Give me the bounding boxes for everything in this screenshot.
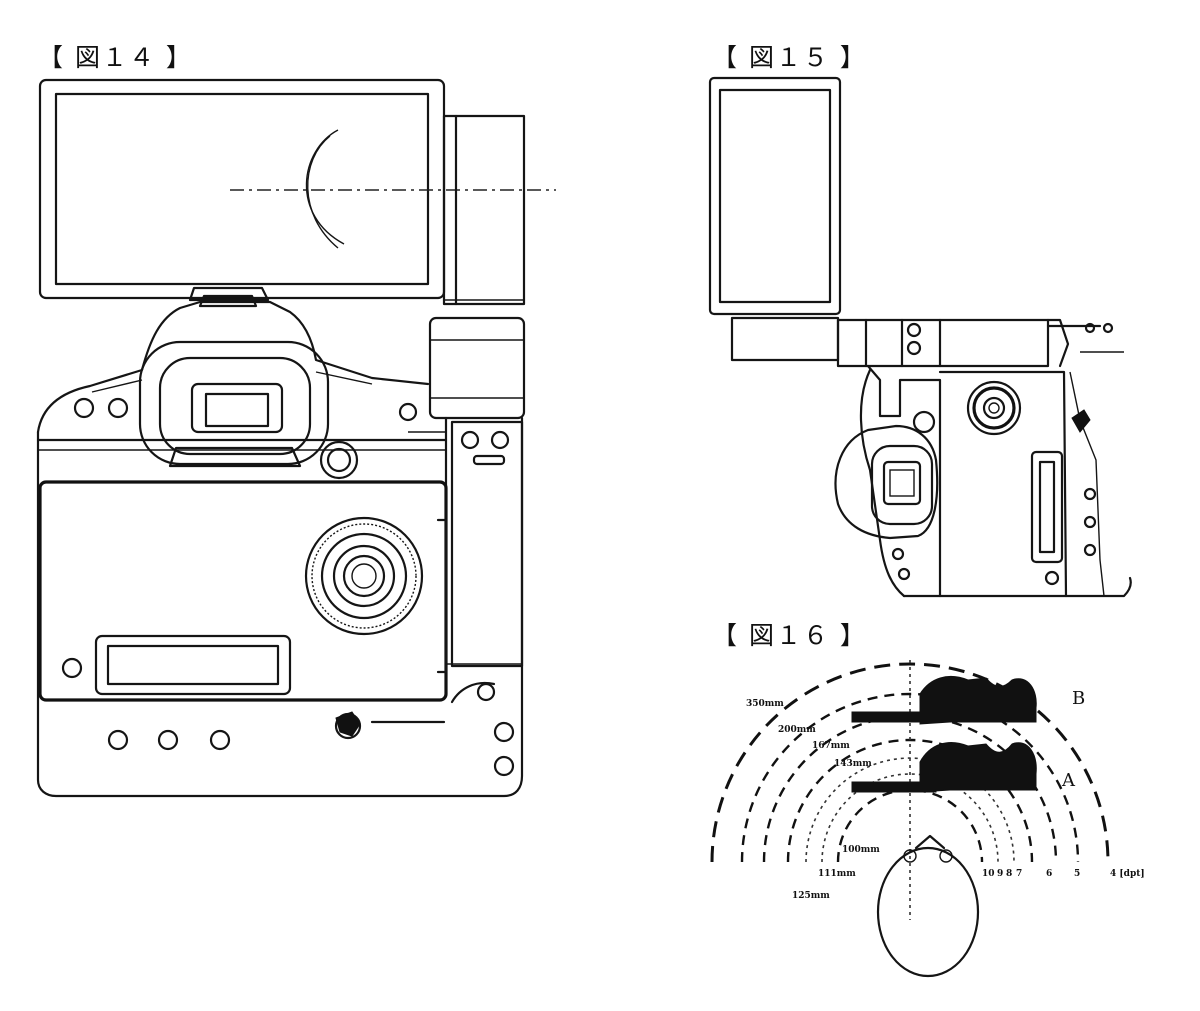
distance-label-125mm: 125mm: [792, 891, 830, 901]
scale-6: 6: [1046, 869, 1052, 879]
arc-200mm: [740, 692, 1080, 863]
scale-8: 8: [1006, 869, 1012, 879]
hinge-column: [428, 114, 526, 420]
figure-14-label: 【 図１４ 】: [38, 43, 193, 72]
top-buttons: [73, 397, 510, 480]
camera-silhouette-b: [851, 676, 1037, 725]
arc-mark-inner: [307, 135, 339, 249]
distance-label-111mm: 111mm: [818, 869, 856, 879]
arc-350mm: [710, 662, 1110, 863]
figure-15-camera-side: [708, 76, 1132, 598]
arc-100mm: [836, 788, 984, 863]
figure-16-label: 【 図１６ 】: [712, 621, 867, 650]
distance-label-200mm: 200mm: [778, 725, 816, 735]
viewfinder-eyecup: [138, 286, 330, 468]
head-outline: [876, 834, 980, 978]
distance-label-350mm: 350mm: [746, 699, 784, 709]
distance-label-143mm: 143mm: [834, 759, 872, 769]
flip-display-side: [708, 76, 842, 316]
scale-4-dpt: 4 [dpt]: [1110, 869, 1145, 879]
marker-b: B: [1072, 688, 1085, 709]
bottom-buttons: [107, 711, 515, 777]
side-controller: [966, 380, 1022, 436]
figure-14-camera-rear: [36, 78, 556, 798]
arc-mark-outer: [305, 129, 345, 245]
distance-label-167mm: 167mm: [812, 741, 850, 751]
side-body: [730, 316, 1132, 598]
distance-label-100mm: 100mm: [842, 845, 880, 855]
side-grip: [446, 420, 524, 704]
side-eyecup: [834, 410, 939, 540]
figure-16-distance-diagram: B A 350mm 200mm 167mm 143mm 100mm 111mm …: [710, 660, 1145, 978]
rear-panel: [38, 480, 448, 702]
scale-10: 10: [982, 869, 995, 879]
camera-silhouette-a: [851, 742, 1037, 793]
marker-a: A: [1061, 770, 1076, 791]
side-slot-and-buttons: [891, 409, 1097, 586]
scale-5: 5: [1074, 869, 1080, 879]
camera-body: [36, 300, 524, 798]
flip-display: [38, 78, 446, 300]
scale-9: 9: [997, 869, 1003, 879]
figure-15-label: 【 図１５ 】: [712, 43, 867, 72]
scale-7: 7: [1016, 869, 1022, 879]
